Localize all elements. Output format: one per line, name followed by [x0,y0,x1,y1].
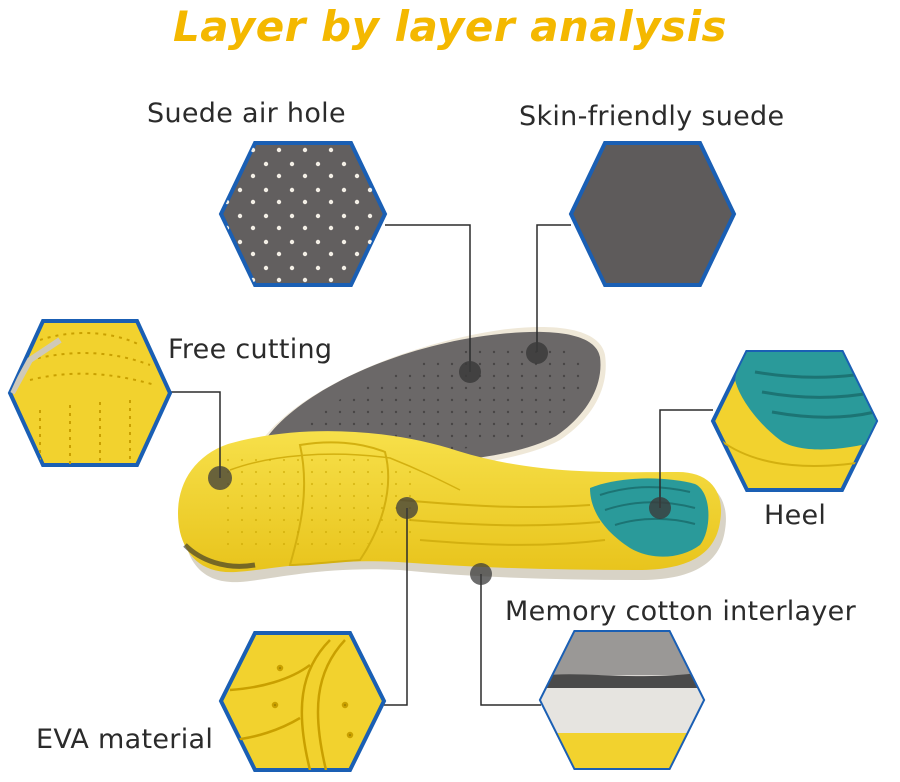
hex-skin-friendly-suede [568,141,737,287]
callout-dots [208,342,671,585]
label-memory-cotton: Memory cotton interlayer [505,596,856,627]
hex-memory-cotton [538,630,706,770]
label-heel: Heel [764,500,827,531]
page-title: Layer by layer analysis [173,2,727,51]
insole-yellow-front [178,431,726,583]
hex-suede-air-hole [218,141,388,287]
connector-lines [170,224,713,706]
label-skin-friendly-suede: Skin-friendly suede [519,101,785,132]
label-suede-air-hole: Suede air hole [147,98,346,129]
hex-eva-material [218,631,387,772]
hex-free-cutting [7,319,173,467]
label-free-cutting: Free cutting [168,334,333,365]
hex-heel [710,350,879,492]
label-eva-material: EVA material [36,724,214,755]
